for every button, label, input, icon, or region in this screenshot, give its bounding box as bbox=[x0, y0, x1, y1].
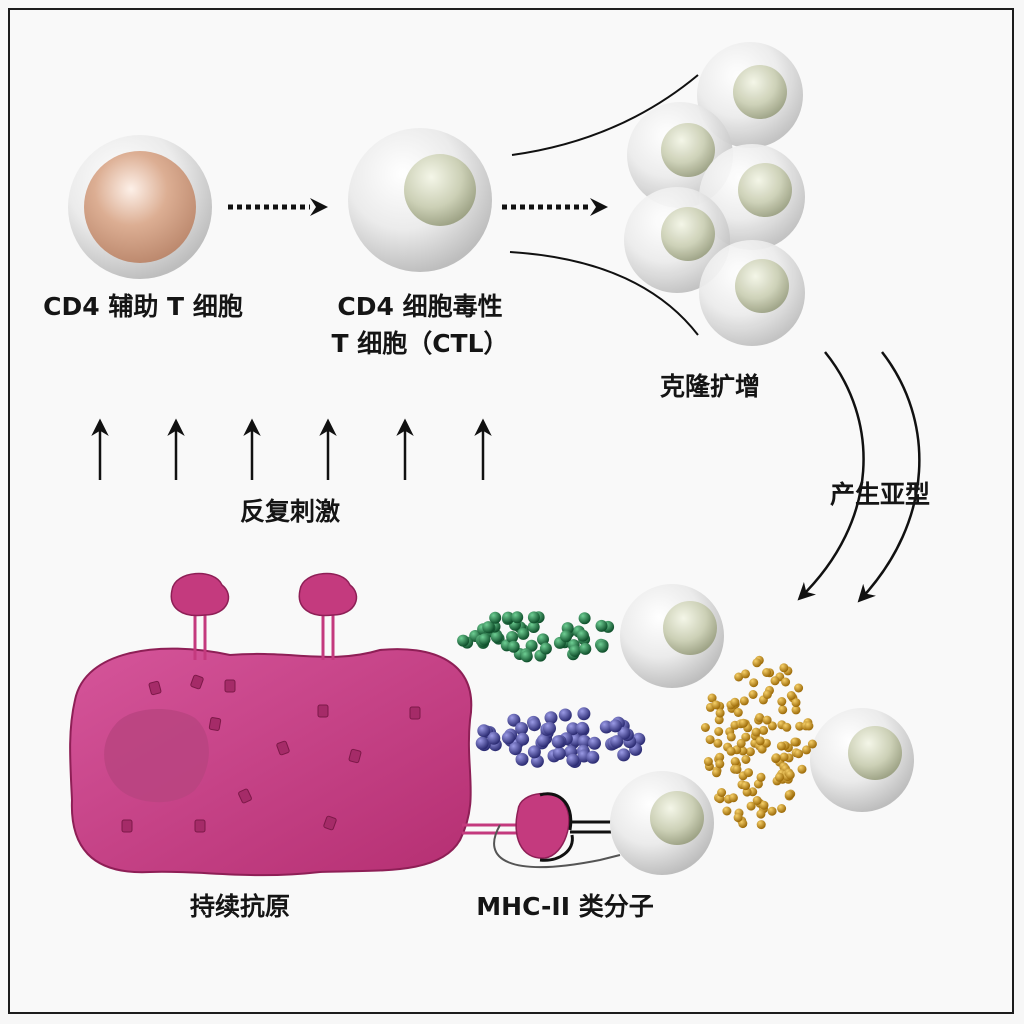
dotted-arrow-icon bbox=[228, 198, 328, 216]
subtypes-label: 产生亚型 bbox=[829, 480, 930, 509]
restim-arrows bbox=[91, 418, 492, 480]
granule-cluster-green bbox=[457, 611, 615, 663]
curved-arrow-icon bbox=[797, 351, 865, 601]
expansion-line-top bbox=[511, 74, 699, 156]
mhc-ii-label: MHC-II 类分子 bbox=[476, 892, 654, 921]
dotted-arrow-icon bbox=[502, 198, 608, 216]
surface-mhc-right bbox=[298, 572, 358, 660]
mhc-tcr-synapse bbox=[462, 792, 621, 868]
expansion-line-bottom bbox=[509, 251, 699, 336]
clonal-expansion-label: 克隆扩增 bbox=[659, 372, 760, 401]
helper-cell bbox=[68, 135, 212, 279]
restimulation-label: 反复刺激 bbox=[239, 497, 340, 526]
subtype-arrows bbox=[797, 351, 921, 603]
effector-cell-bottom bbox=[610, 771, 714, 875]
ctl-cell-label-line1: CD4 细胞毒性 bbox=[337, 292, 503, 321]
granule-cluster-gold bbox=[700, 655, 817, 830]
granule-cluster-blue bbox=[475, 707, 646, 768]
ctl-cell bbox=[348, 128, 492, 272]
ctl-cell-label-line2: T 细胞（CTL） bbox=[331, 329, 509, 358]
antigen-presenting-blob bbox=[69, 572, 473, 877]
effector-cell-top bbox=[620, 584, 724, 688]
helper-cell-label: CD4 辅助 T 细胞 bbox=[43, 292, 243, 321]
persistent-antigen-label: 持续抗原 bbox=[189, 892, 290, 921]
curved-arrow-icon bbox=[857, 351, 921, 603]
effector-cell-right bbox=[810, 708, 914, 812]
surface-mhc-left bbox=[170, 572, 230, 660]
clonal-cell-cluster bbox=[624, 42, 805, 346]
